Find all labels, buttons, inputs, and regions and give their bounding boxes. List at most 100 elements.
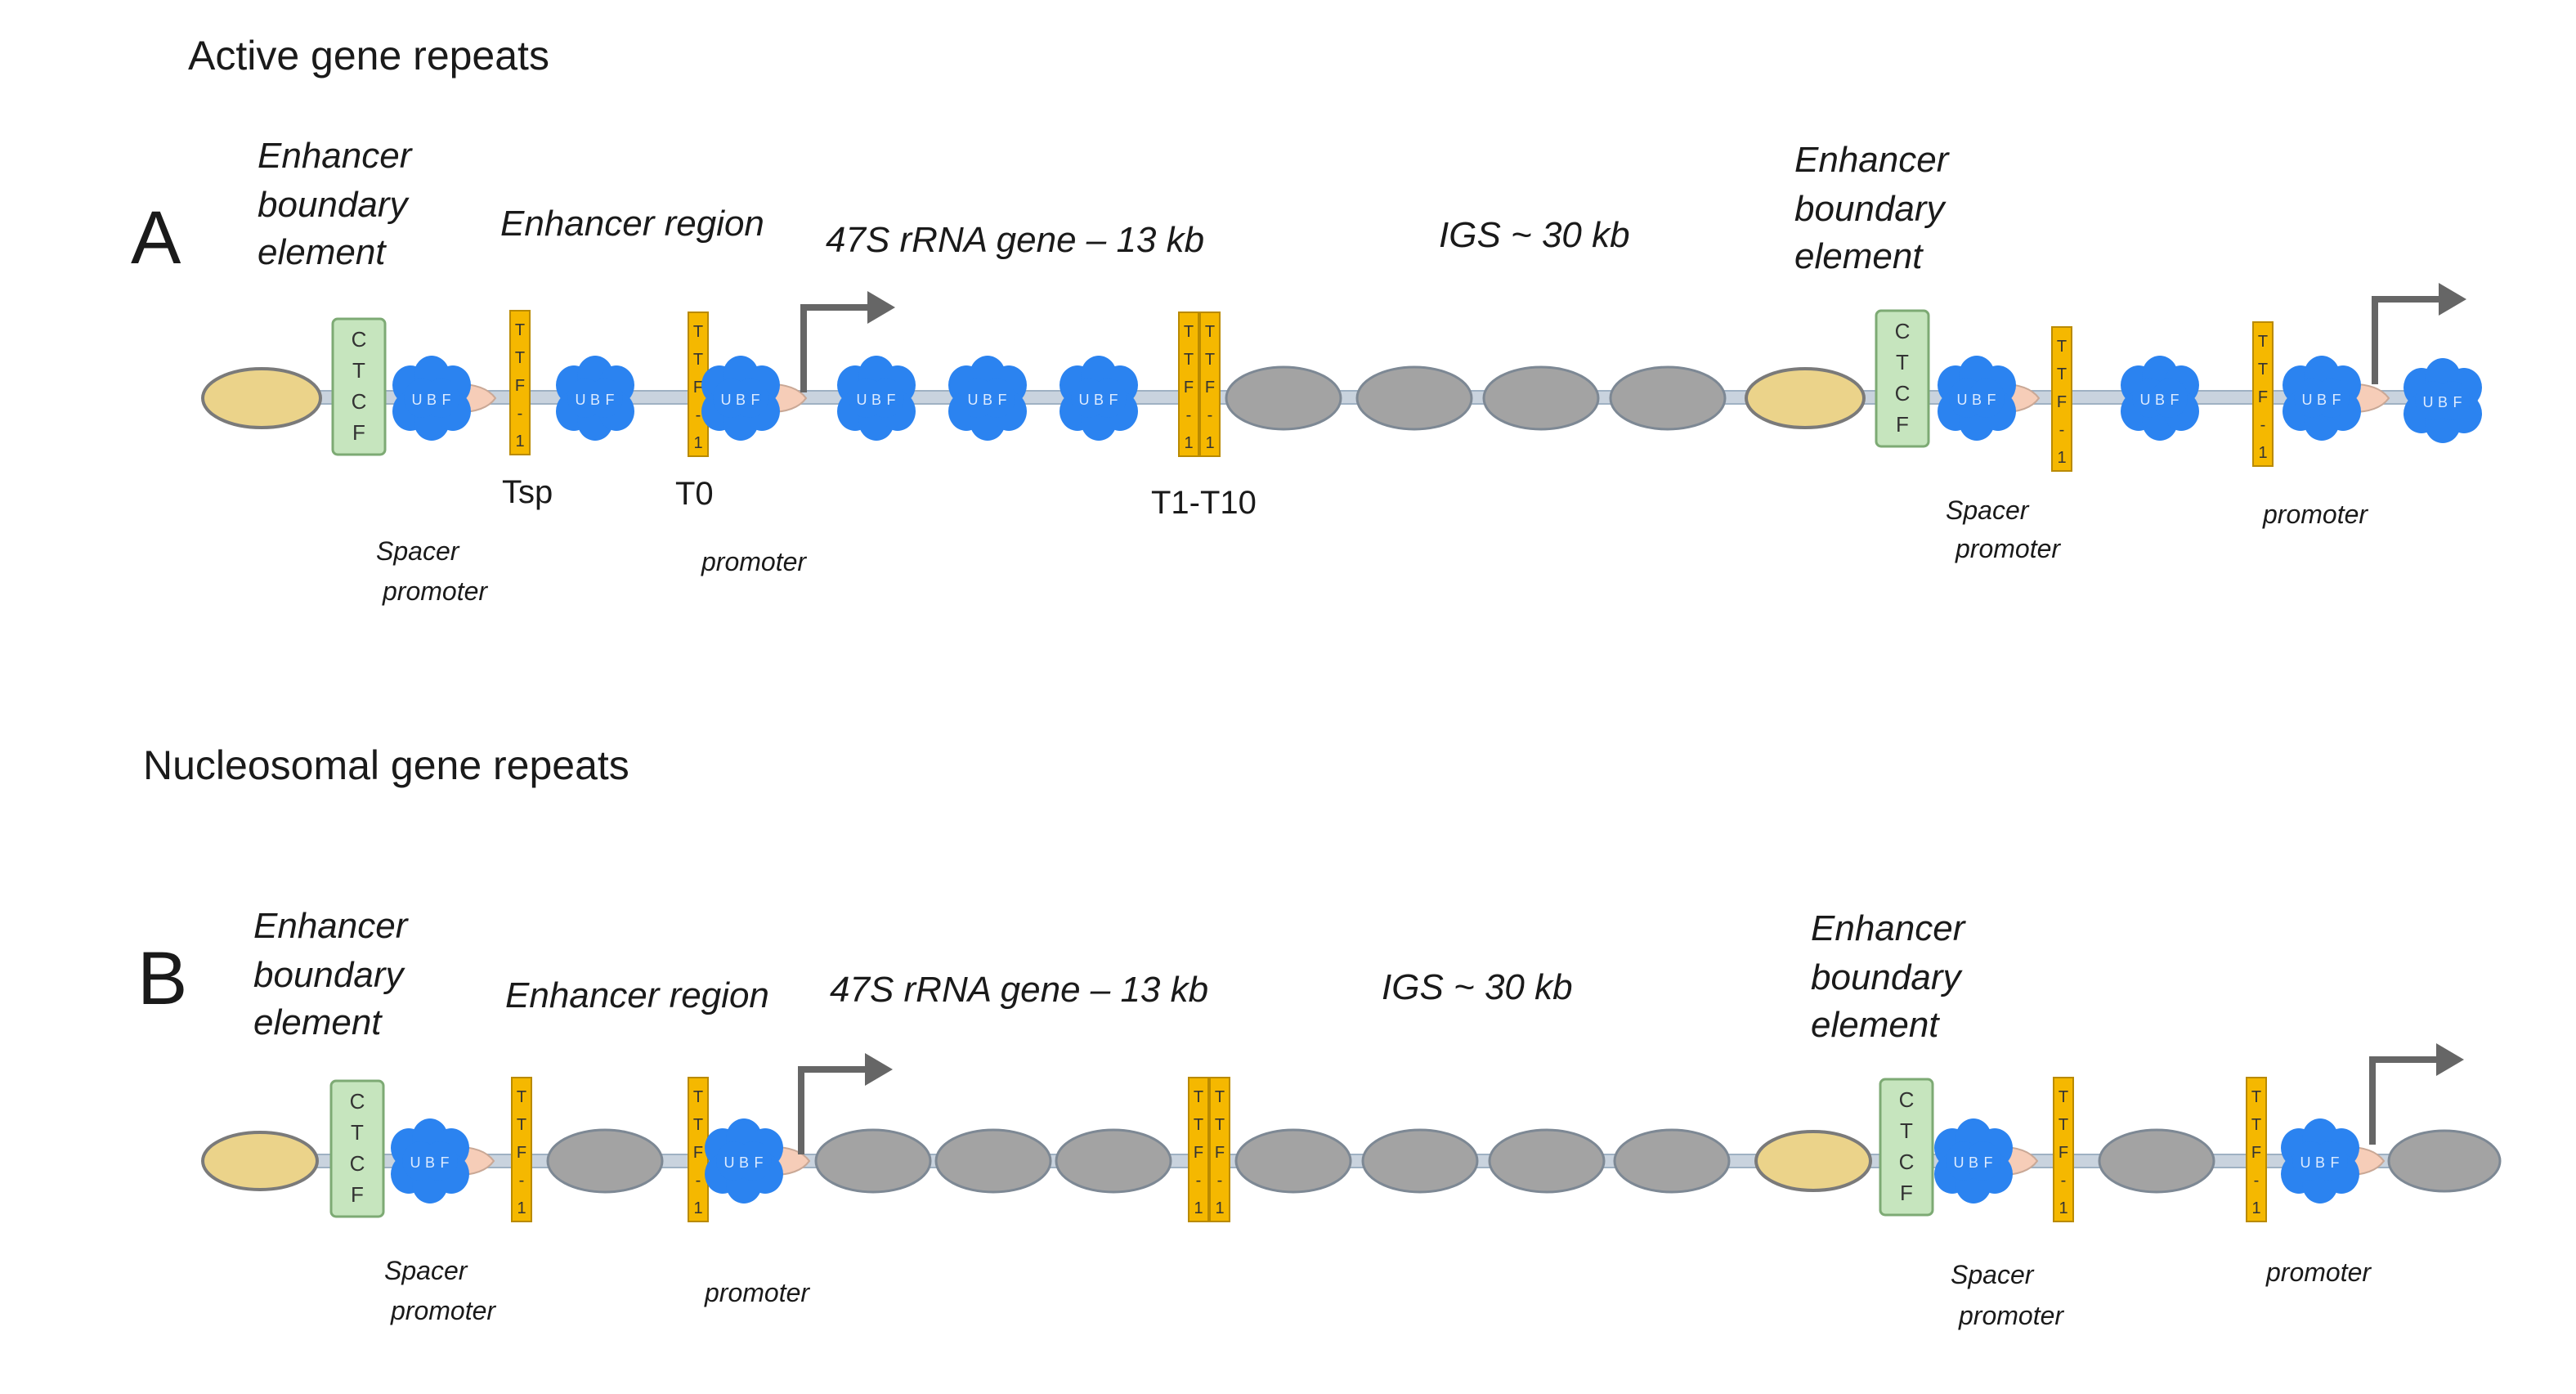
ubf-letter: F [2453,394,2462,410]
label-line: promoter [382,576,488,606]
ubf-letter: B [2317,392,2327,408]
nucleosome [814,1128,932,1194]
ttf1-letter: F [1215,1144,1225,1162]
ttf1-letter: - [2254,1172,2260,1190]
ubf-letter: F [442,392,451,408]
ttf1-letter: - [517,405,523,423]
nucleosome [1488,1128,1606,1194]
ttf1-letter: F [1205,379,1215,397]
enhancer-boundary-label-left: Enhancer boundary element [253,906,410,1042]
ttf1-letter: T [1215,1116,1225,1134]
ctcf-letter: C [350,1089,365,1114]
ubf-letter: U [2300,1154,2311,1171]
promoter-label-right: promoter [2262,500,2368,529]
ttf1-letter: - [2059,421,2065,439]
panel-a-letter: A [131,196,181,280]
ttf1-bar [1188,1077,1209,1222]
ttf1-letter: 1 [2057,449,2066,467]
arrow-head [2439,283,2466,316]
ubf-letter: B [736,392,746,408]
ubf-lobe [2312,1141,2348,1181]
ttf1-letter: T [1215,1088,1225,1106]
ubf-letter: U [968,392,979,408]
enhancer-boundary-element [1745,367,1866,429]
label-line: Spacer [376,536,460,566]
ctcf-letter: F [1896,412,1909,437]
nucleosome [1225,365,1342,431]
bent-arrow-icon [2369,1043,2464,1145]
ttf1-letter: T [2258,333,2268,351]
ttf1-terminator: TTF-1 [1178,312,1199,457]
nucleosome [1482,365,1600,431]
ttf1-letter: T [693,1088,703,1106]
ttf1-letter: 1 [515,433,524,450]
ttf1-terminator: TTF-1 [509,310,531,455]
ttf1-letter: T [693,1116,703,1134]
nucleosome [1361,1128,1479,1194]
nucleosome [1355,365,1473,431]
t0-label: T0 [675,476,714,512]
ubf-lobe [1965,1141,2001,1181]
ttf1-letter: T [517,1088,526,1106]
ttf1-letter: T [2251,1116,2261,1134]
ubf-letter: U [1957,392,1968,408]
ttf1-letter: - [696,1172,701,1190]
ttf1-bar [511,1077,532,1222]
ttf1-letter: F [1184,379,1194,397]
ubf-letter: U [412,392,423,408]
ttf1-letter: T [2059,1088,2068,1106]
gene-label: 47S rRNA gene – 13 kb [830,970,1208,1010]
ubf-letter: F [2171,392,2180,408]
ttf1-letter: T [2057,365,2067,383]
ttf1-letter: - [1196,1172,1202,1190]
ttf1-bar [1209,1077,1230,1222]
ttf1-letter: T [1205,323,1215,341]
spacer-promoter-label-left: Spacer promoter [384,1256,496,1325]
ctcf-letter: T [1900,1118,1913,1143]
label-line: element [253,1002,383,1042]
ubf-letter: F [1984,1154,1993,1171]
enhancer-boundary-element [201,367,322,429]
ubf-letter: B [1094,392,1104,408]
ubf-letter: U [2423,394,2434,410]
ubf-letter: U [1954,1154,1964,1171]
ubf-lobe [1969,379,2005,418]
ttf1-letter: T [2251,1088,2261,1106]
ttf1-terminator: TTF-1 [1209,1077,1230,1222]
ttf1-letter: 1 [2251,1199,2260,1217]
label-line: Enhancer [1811,908,1967,948]
panel-a: Active gene repeats A Enhancer boundary … [131,33,2482,606]
promoter-label-left: promoter [704,1278,810,1307]
spacer-promoter-label-right: Spacer promoter [1951,1260,2064,1330]
ctcf-letter: C [352,327,367,352]
panel-b-letter: B [137,937,187,1020]
ttf1-letter: T [1205,351,1215,369]
ubf-letter: U [857,392,867,408]
ubf-letter: B [1969,1154,1978,1171]
ttf1-bar [2252,321,2274,467]
igs-label: IGS ~ 30 kb [1439,215,1630,255]
ubf-letter: F [2331,1154,2340,1171]
ttf1-bar [1178,312,1199,457]
enhancer-region-label: Enhancer region [500,204,764,244]
ttf1-letter: T [693,323,703,341]
ubf-letter: F [441,1154,450,1171]
nucleosome [1234,1128,1352,1194]
label-line: promoter [390,1296,496,1325]
arrow-head [865,1053,893,1086]
ubf-lobe [587,379,623,418]
ttf1-bar [2246,1077,2267,1222]
promoter-label-left: promoter [701,547,807,576]
tsp-label: Tsp [502,474,553,510]
igs-label: IGS ~ 30 kb [1382,967,1573,1007]
ttf1-letter: F [2258,388,2268,406]
label-line: boundary [1794,189,1947,229]
label-line: element [1794,236,1924,276]
arrow-head [2436,1043,2464,1076]
nucleosome [546,1128,664,1194]
